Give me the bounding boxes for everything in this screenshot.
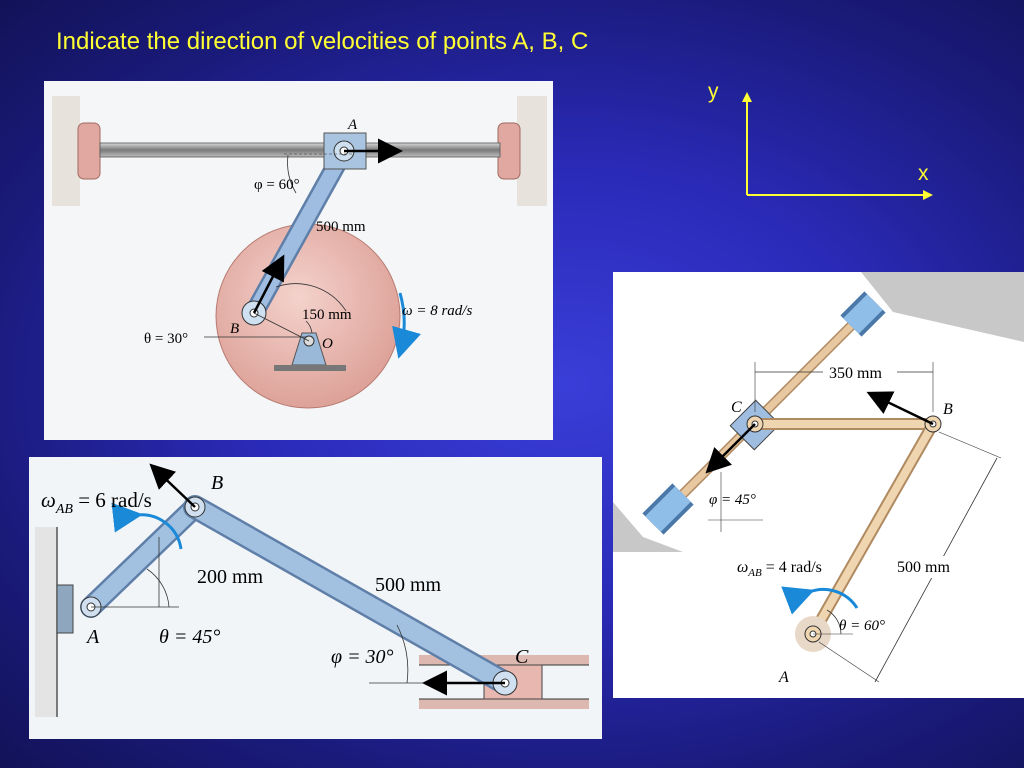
xy-axes — [742, 92, 933, 200]
label-theta: θ = 60° — [839, 618, 885, 634]
figure-collar-linkage: 350 mm C B A φ = 45° ωAB = 4 rad/s 500 m… — [613, 272, 1024, 698]
figure-crank-slider: ωAB = 6 rad/s B A C 200 mm 500 mm θ = 45… — [29, 457, 602, 739]
label-length-ab: 200 mm — [197, 566, 264, 588]
label-omega-ab: ωAB = 4 rad/s — [737, 559, 822, 579]
slide-title: Indicate the direction of velocities of … — [56, 28, 589, 55]
label-A: A — [85, 626, 100, 648]
label-B: B — [943, 401, 953, 418]
figure-slider-wheel: A B O φ = 60° 500 mm 150 mm ω = 8 rad/s … — [44, 81, 553, 440]
label-phi: φ = 45° — [709, 492, 756, 508]
label-phi: φ = 30° — [331, 646, 394, 668]
velocity-arrow-B — [252, 254, 285, 314]
label-O: O — [322, 336, 333, 352]
label-length-ab: 500 mm — [316, 219, 366, 235]
label-theta: θ = 30° — [144, 331, 188, 347]
label-A: A — [347, 117, 358, 133]
label-omega-ab: ωAB = 6 rad/s — [41, 488, 152, 517]
label-length-ab: 500 mm — [897, 559, 950, 576]
label-radius: 150 mm — [302, 307, 352, 323]
label-theta: θ = 45° — [159, 626, 220, 648]
velocity-arrow-B — [866, 391, 934, 426]
label-C: C — [731, 399, 742, 416]
label-B: B — [211, 472, 223, 494]
label-C: C — [515, 646, 529, 668]
label-A: A — [778, 669, 789, 686]
label-omega: ω = 8 rad/s — [402, 303, 472, 319]
y-axis-label: y — [708, 80, 719, 103]
label-B: B — [230, 321, 239, 337]
velocity-arrow-B — [149, 463, 196, 508]
label-length-cb: 350 mm — [829, 365, 882, 382]
label-length-bc: 500 mm — [375, 574, 442, 596]
velocity-arrow-C — [705, 423, 756, 474]
x-axis-label: x — [918, 162, 929, 185]
label-phi: φ = 60° — [254, 177, 300, 193]
